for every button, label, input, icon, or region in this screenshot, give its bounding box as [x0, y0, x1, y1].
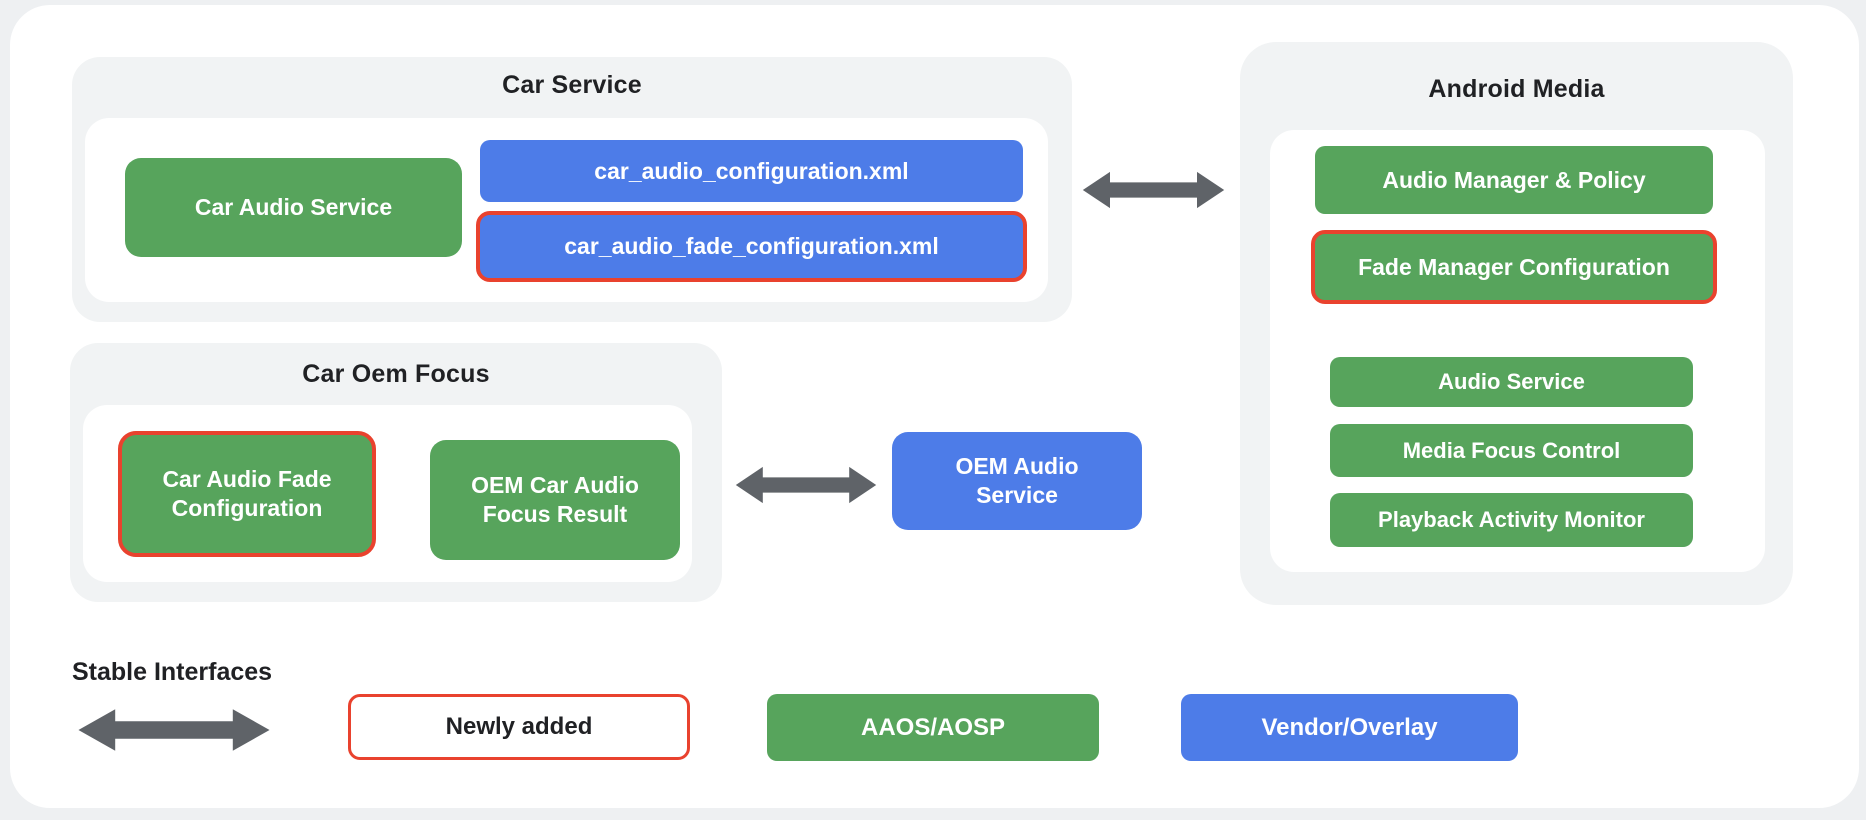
legend-stable-interfaces-label: Stable Interfaces — [72, 658, 273, 686]
car-service-group: Car Service Car Audio Service car_audio_… — [72, 57, 1072, 322]
node-media-focus-control: Media Focus Control — [1330, 424, 1693, 477]
car-oem-focus-title: Car Oem Focus — [302, 360, 490, 388]
car-oem-focus-inner-panel: Car Audio Fade Configuration OEM Car Aud… — [83, 405, 692, 582]
double-arrow-icon-top — [1081, 169, 1226, 211]
node-playback-activity-monitor: Playback Activity Monitor — [1330, 493, 1693, 547]
node-car-audio-fade-configuration: Car Audio Fade Configuration — [118, 431, 376, 557]
node-oem-audio-service: OEM Audio Service — [892, 432, 1142, 530]
double-arrow-icon-legend — [76, 706, 272, 754]
node-car-audio-fade-configuration-xml: car_audio_fade_configuration.xml — [476, 211, 1027, 282]
node-car-audio-service: Car Audio Service — [125, 158, 462, 257]
car-oem-focus-group: Car Oem Focus Car Audio Fade Configurati… — [70, 343, 722, 602]
car-service-inner-panel: Car Audio Service car_audio_configuratio… — [85, 118, 1048, 302]
node-audio-service: Audio Service — [1330, 357, 1693, 407]
node-car-audio-configuration-xml: car_audio_configuration.xml — [480, 140, 1023, 202]
legend-aaos-aosp: AAOS/AOSP — [767, 694, 1099, 761]
node-oem-car-audio-focus-result: OEM Car Audio Focus Result — [430, 440, 680, 560]
legend-newly-added: Newly added — [348, 694, 690, 760]
android-media-title: Android Media — [1428, 75, 1605, 103]
node-fade-manager-configuration: Fade Manager Configuration — [1311, 230, 1717, 304]
car-service-title: Car Service — [502, 71, 642, 99]
double-arrow-icon-middle — [734, 464, 878, 506]
android-media-group: Android Media Audio Manager & Policy Fad… — [1240, 42, 1793, 605]
legend-vendor-overlay: Vendor/Overlay — [1181, 694, 1518, 761]
node-audio-manager-policy: Audio Manager & Policy — [1315, 146, 1713, 214]
android-media-inner-panel: Audio Manager & Policy Fade Manager Conf… — [1270, 130, 1765, 572]
